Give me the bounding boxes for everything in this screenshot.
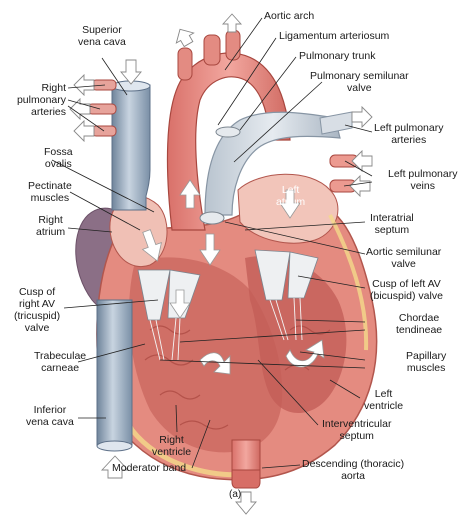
inferior-vena-cava-opening (96, 440, 133, 452)
aorta-branch-3 (225, 29, 241, 61)
label-descending-aorta: Descending (thoracic)aorta (302, 458, 405, 482)
ventricle-interior (129, 257, 283, 453)
leader-lines (51, 17, 373, 469)
inferior-vena-cava-tube (96, 299, 133, 446)
figure-caption: (a) (229, 489, 242, 500)
descending-aorta-vessel (231, 469, 261, 489)
aorta-branch-2 (203, 34, 221, 66)
label-aortic-arch: Aortic arch (264, 10, 315, 22)
descending-aorta-stub (231, 439, 261, 471)
chordae-lines (149, 297, 303, 361)
flow-arrows (141, 179, 325, 375)
aorta-branch-1 (177, 47, 193, 81)
label-cusp-left-av: Cusp of left AV(bicuspid) valve (370, 278, 443, 302)
label-pulmonary-trunk: Pulmonary trunk (299, 50, 376, 62)
label-ligamentum-arteriosum: Ligamentum arteriosum (279, 30, 390, 42)
pulmonary-semilunar-valve-disc (215, 126, 241, 138)
bicuspid-valve (254, 249, 319, 301)
vessel-flow-arrows (69, 13, 373, 515)
label-moderator-band: Moderator band (112, 462, 187, 474)
aortic-semilunar-valve-disc (199, 211, 225, 225)
left-pulmonary-artery-vessel (319, 111, 353, 135)
aortic-arch-vessel (166, 52, 291, 231)
vena-cava (111, 84, 151, 211)
interventricular-groove (328, 214, 369, 351)
